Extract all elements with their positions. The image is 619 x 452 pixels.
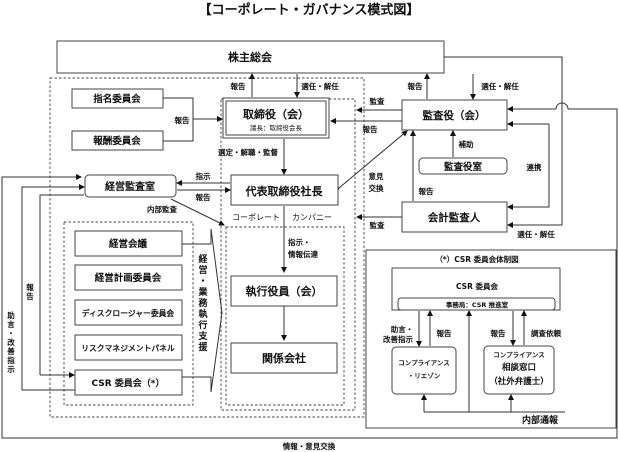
report-vertical-label: 報告 bbox=[26, 282, 34, 301]
auditors-audit-label: 監査 bbox=[370, 96, 385, 106]
risk-management-panel: リスクマネジメントパネル bbox=[74, 334, 183, 361]
instruct-info-label-2: 情報伝達 bbox=[287, 249, 318, 259]
internal-audit-arrow bbox=[170, 198, 225, 226]
accounting-elect-label: 選任・解任 bbox=[517, 229, 555, 239]
desk-report-label: 報告 bbox=[491, 328, 506, 338]
coordinate-label: 連携 bbox=[527, 162, 542, 172]
shareholders-meeting: 株主総会 bbox=[56, 40, 445, 74]
accounting-auditor-label: 会計監査人 bbox=[428, 211, 481, 224]
risk-panel-label: リスクマネジメントパネル bbox=[81, 343, 175, 353]
supervise-label: 選定・解職・監督 bbox=[218, 147, 278, 157]
accounting-auditor: 会計監査人 bbox=[401, 201, 508, 233]
compliance-desk-box bbox=[483, 345, 555, 395]
instruct-info-label-1: 指示・ bbox=[288, 237, 311, 247]
auditors-office-label: 監査役室 bbox=[444, 161, 483, 173]
corporate-label: コーポレート bbox=[232, 213, 280, 222]
coordinate-arrow-down bbox=[507, 124, 550, 210]
auditors-report-label: 報告 bbox=[408, 81, 423, 91]
president-ceo: 代表取締役社長 bbox=[230, 174, 339, 206]
csr-chart-committee-label: CSR 委員会 bbox=[456, 281, 498, 291]
remuneration-label: 報酬委員会 bbox=[93, 135, 141, 147]
report-line bbox=[39, 194, 84, 375]
audit-and-supervisory-board: 監査役（会） bbox=[401, 99, 508, 131]
csr-advice-label-1: 助言・ bbox=[391, 324, 414, 334]
committees-region bbox=[63, 221, 194, 406]
auditors-elect-label: 選任・解任 bbox=[481, 81, 519, 91]
accounting-report-label: 報告 bbox=[419, 186, 434, 196]
affiliates: 関係会社 bbox=[230, 342, 338, 374]
company-region bbox=[225, 226, 345, 406]
auditors-office: 監査役室 bbox=[418, 157, 508, 175]
whistleblowing-label: 内部通報 bbox=[522, 414, 559, 426]
affiliates-label: 関係会社 bbox=[262, 351, 306, 365]
compliance-liaison-box bbox=[391, 346, 457, 395]
nomination-label: 指名委員会 bbox=[93, 93, 141, 105]
nomination-committee: 指名委員会 bbox=[71, 88, 164, 109]
auditors-board-report-label: 報告 bbox=[363, 124, 378, 134]
management-meeting: 経営会議 bbox=[74, 230, 183, 257]
csr-secretariat-label: 事務局：CSR 推進室 bbox=[446, 300, 509, 309]
shareholders-label: 株主総会 bbox=[228, 50, 273, 64]
management-audit-office: 経営監査室 bbox=[84, 174, 177, 198]
company-label: カンパニー bbox=[292, 213, 332, 222]
management-plan-label: 経営計画委員会 bbox=[95, 272, 162, 284]
president-label: 代表取締役社長 bbox=[245, 184, 324, 198]
csr-advice-label-2: 改善指示 bbox=[383, 334, 413, 344]
board-of-directors: 取締役（会） 議長：取締役会長 bbox=[222, 97, 330, 139]
csr-committee: CSR 委員会（*） bbox=[74, 369, 183, 396]
executive-region bbox=[220, 98, 356, 411]
csr-committee-label: CSR 委員会（*） bbox=[91, 377, 164, 389]
committees-report-label: 報告 bbox=[175, 115, 190, 125]
opinion-label-2: 交換 bbox=[369, 183, 384, 193]
info-exchange-loop bbox=[1, 102, 618, 439]
info-exchange-label: 情報・意見交換 bbox=[282, 441, 336, 451]
desk-label-1: コンプライアンス bbox=[493, 350, 544, 359]
internal-audit-label: 内部監査 bbox=[147, 204, 177, 214]
management-meeting-label: 経営会議 bbox=[109, 238, 148, 250]
desk-label-2: 相談窓口 bbox=[502, 362, 536, 373]
board-chair-label: 議長：取締役会長 bbox=[250, 123, 303, 132]
management-audit-label: 経営監査室 bbox=[105, 180, 155, 193]
board-report-label: 報告 bbox=[231, 81, 246, 91]
opinion-label-1: 意見 bbox=[369, 171, 384, 181]
csr-chart-title: （*）CSR 委員会体制図 bbox=[435, 254, 519, 264]
instruct-label: 指示 bbox=[196, 171, 211, 181]
desk-label-3: （社外弁護士） bbox=[489, 376, 549, 387]
board-elect-label: 選任・解任 bbox=[301, 81, 339, 91]
auditors-label: 監査役（会） bbox=[423, 109, 486, 122]
management-plan-committee: 経営計画委員会 bbox=[74, 264, 183, 291]
support-label: 経営・業務執行支援 bbox=[197, 253, 208, 353]
disclosure-committee: ディスクロージャー委員会 bbox=[74, 299, 183, 326]
csr-report-label: 報告 bbox=[437, 328, 452, 338]
diagram-title: 【コーポレート・ガバナンス模式図】 bbox=[199, 2, 420, 18]
accounting-elect-arrow bbox=[444, 56, 563, 228]
board-label: 取締役（会） bbox=[243, 107, 309, 121]
liaison-label-2: ・リエゾン bbox=[408, 371, 441, 380]
csr-system-chart: （*）CSR 委員会体制図 CSR 委員会 事務局：CSR 推進室 コンプライア… bbox=[365, 249, 617, 429]
investigation-label: 調査依頼 bbox=[531, 328, 561, 338]
executive-officers: 執行役員（会） bbox=[230, 275, 338, 307]
executive-officers-label: 執行役員（会） bbox=[246, 284, 323, 298]
disclosure-label: ディスクロージャー委員会 bbox=[82, 308, 175, 318]
remuneration-committee: 報酬委員会 bbox=[71, 130, 164, 151]
accounting-audit-label: 監査 bbox=[370, 220, 385, 230]
opinion-exchange-arrow bbox=[333, 130, 408, 194]
governance-region bbox=[49, 77, 365, 418]
mgmt-audit-report-label: 報告 bbox=[196, 192, 211, 202]
advice-vertical-label: 助言・改善指示 bbox=[6, 310, 15, 374]
assist-label: 補助 bbox=[458, 139, 474, 149]
advice-arrow bbox=[21, 184, 85, 390]
liaison-label-1: コンプライアンス bbox=[398, 358, 449, 367]
support-chevron bbox=[182, 228, 223, 393]
